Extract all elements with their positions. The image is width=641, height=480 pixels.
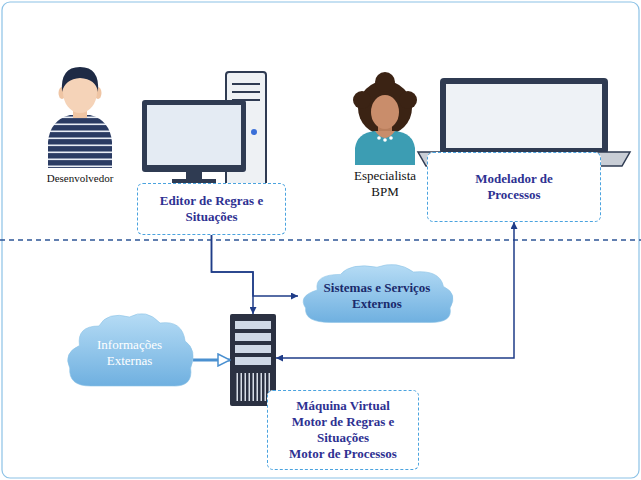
virtual-machine-box: Máquina VirtualMotor de Regras e Situaçõ… — [267, 390, 419, 470]
actor-label: Desenvolvedor — [36, 172, 124, 185]
connector — [212, 235, 254, 314]
editor-box: Editor de Regras e Situações — [137, 183, 286, 235]
connector — [193, 359, 230, 362]
connector — [212, 235, 299, 296]
node-text: Motor de Processos — [289, 446, 397, 462]
external-systems-cloud: Sistemas e Serviços Externos — [294, 260, 460, 332]
separator-line — [0, 239, 641, 241]
node-text: Informações Externas — [82, 337, 177, 368]
node-text: Modelador de Processos — [458, 171, 570, 204]
modeler-box: Modelador de Processos — [427, 152, 601, 222]
actor-label: Especialista BPM — [343, 168, 427, 199]
external-info-cloud: Informações Externas — [60, 308, 199, 398]
node-text: Sistemas e Serviços Externos — [320, 280, 434, 311]
specialist-icon — [353, 72, 417, 165]
connector — [276, 222, 514, 358]
developer-icon — [48, 67, 112, 168]
node-text: Motor de Regras e Situações — [274, 414, 412, 447]
node-text: Editor de Regras e Situações — [156, 193, 267, 226]
node-text: Máquina Virtual — [296, 398, 390, 414]
desktop-computer — [142, 72, 266, 194]
